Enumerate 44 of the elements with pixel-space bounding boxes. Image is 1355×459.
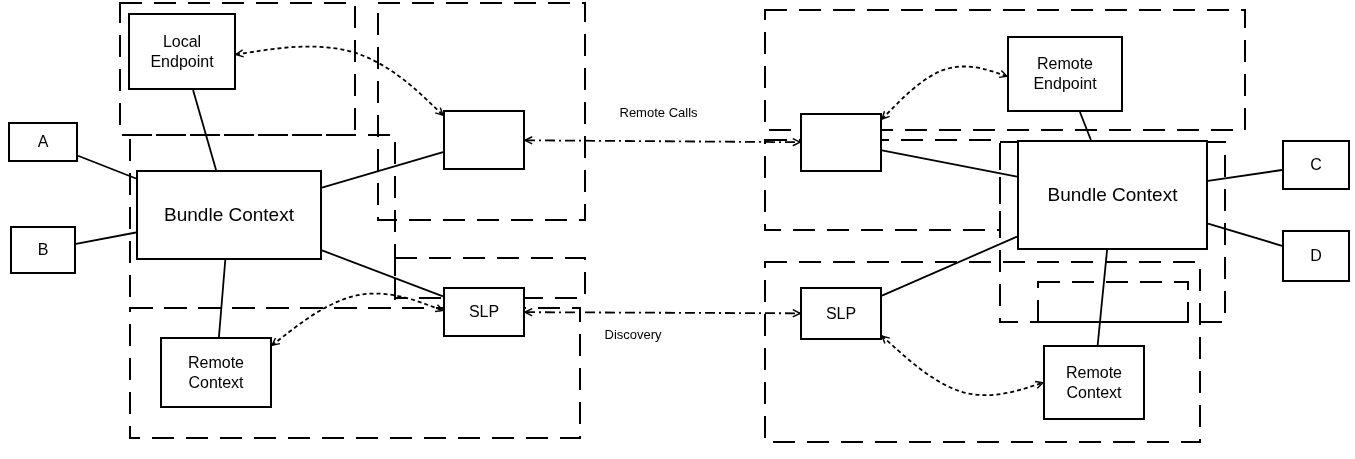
- component-box: [800, 287, 882, 340]
- connector-line: [321, 151, 444, 189]
- component-box: [1282, 140, 1350, 190]
- dashed-arrow: [524, 307, 801, 318]
- connector-line: [1207, 169, 1283, 182]
- connector-line: [321, 249, 444, 298]
- connector-line: [1096, 249, 1108, 346]
- blank-component-box: [443, 110, 525, 170]
- dashed-arrow: [235, 45, 444, 117]
- blank-component-box: [800, 113, 882, 172]
- connector-line: [1207, 222, 1283, 247]
- node-label: Remote Endpoint: [1032, 54, 1098, 94]
- connector-line: [192, 89, 217, 171]
- dashed-arrow: [881, 65, 1008, 120]
- node-label: SLP: [825, 303, 857, 324]
- dashed-arrow: [524, 136, 801, 147]
- component-box: [136, 170, 322, 260]
- node-label: B: [37, 240, 49, 260]
- component-box: [1282, 230, 1350, 282]
- component-box: [443, 287, 525, 337]
- connector-line: [77, 154, 137, 180]
- component-box: [1017, 140, 1208, 250]
- connector-line: [218, 259, 227, 338]
- dashed-arrow: [881, 335, 1044, 397]
- dashed-arrow: [271, 292, 444, 347]
- node-label: D: [1310, 246, 1322, 266]
- node-label: Remote Context: [187, 352, 245, 393]
- component-box: [8, 122, 78, 162]
- node-label: Bundle Context: [1047, 183, 1178, 207]
- node-label: C: [1310, 155, 1322, 175]
- node-label: Bundle Context: [164, 203, 294, 227]
- component-box: [10, 226, 76, 274]
- node-label: SLP: [468, 302, 500, 322]
- component-box: [128, 13, 236, 90]
- connector-line: [1079, 111, 1092, 141]
- connector-line: [881, 235, 1018, 297]
- component-box: [1043, 345, 1145, 420]
- node-label: A: [37, 132, 49, 152]
- node-label: Local Endpoint: [149, 31, 215, 72]
- node-label: Remote Context: [1065, 362, 1123, 403]
- connector-line: [881, 149, 1018, 178]
- component-box: [160, 337, 272, 408]
- connector-line: [75, 231, 137, 245]
- component-box: [1007, 36, 1123, 112]
